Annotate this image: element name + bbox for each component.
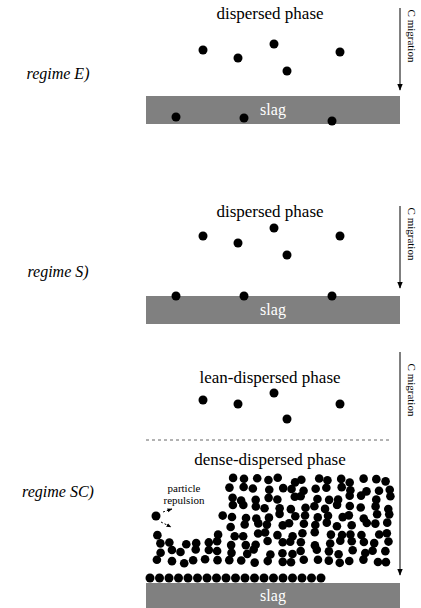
repulsion-arrows — [161, 509, 172, 527]
regime-label: regime E) — [27, 65, 90, 83]
phase-label: dispersed phase — [216, 203, 323, 222]
slag-label: slag — [260, 302, 286, 318]
slag-fill — [146, 296, 400, 324]
phase-label: dense-dispersed phase — [194, 451, 346, 470]
regime-label: regime SC) — [22, 483, 94, 501]
phase-boundary — [146, 440, 392, 441]
particles — [152, 40, 345, 521]
migration-arrow — [400, 206, 401, 288]
migration-arrow — [400, 352, 401, 575]
slag-band: slag — [146, 96, 400, 124]
migration-label: C migration — [406, 364, 418, 417]
phase-label: dispersed phase — [216, 5, 323, 24]
slag-fill — [146, 96, 400, 124]
migration-label: C migration — [406, 208, 418, 261]
slag-band: slag — [146, 296, 400, 324]
dense-particles — [146, 473, 395, 582]
slag-label: slag — [260, 588, 286, 604]
migration-arrow — [400, 8, 401, 90]
phase-label: lean-dispersed phase — [199, 369, 340, 388]
slag-fill — [146, 583, 400, 608]
regime-label: regime S) — [27, 263, 88, 281]
repulsion-label: particle repulsion — [160, 482, 208, 506]
migration-label: C migration — [406, 10, 418, 63]
migration-arrows — [400, 8, 401, 575]
slag-label: slag — [260, 102, 286, 118]
slag-band: slag — [146, 583, 400, 608]
